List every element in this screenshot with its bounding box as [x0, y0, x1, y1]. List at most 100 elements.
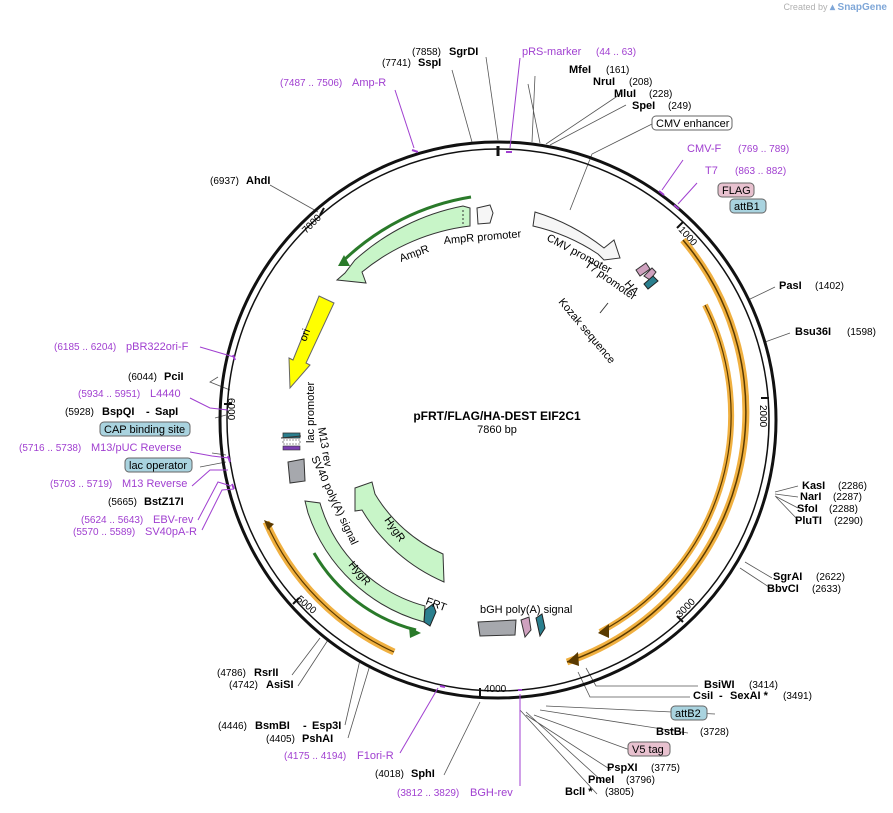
primer-l4440-name: L4440: [150, 388, 181, 400]
flag-label: FLAG: [722, 185, 751, 197]
enzyme-kasi-pos: (2286): [838, 481, 867, 492]
primer-cmvf-name: CMV-F: [687, 143, 722, 155]
ampr-cds-line: [340, 195, 472, 264]
attb1-feature: [643, 275, 659, 290]
enzyme-labels: (7858) SgrDI (7741) SspI MfeI (161) NruI…: [65, 46, 876, 798]
enzyme-pshai-pos: (4405): [266, 734, 295, 745]
enzyme-pluti-pos: (2290): [834, 516, 863, 527]
enzyme-mlui-pos: (228): [649, 89, 672, 100]
orf-arc-inner: [598, 303, 735, 635]
cmv-enhancer-box: [651, 115, 733, 131]
flag-feature: [635, 262, 651, 277]
enzyme-bbvci-pos: (2633): [812, 584, 841, 595]
enzyme-sspi-pos: (7741): [382, 58, 411, 69]
enzyme-mlui: MluI: [614, 88, 636, 100]
enzyme-sgrdi: SgrDI: [449, 46, 478, 58]
enzyme-bbvci: BbvCI: [767, 583, 799, 595]
primer-labels: pRS-marker (44 .. 63) (7487 .. 7506) Amp…: [19, 46, 789, 799]
tick-3000: [676, 615, 684, 623]
plasmid-length: 7860 bp: [477, 424, 517, 436]
enzyme-kasi: KasI: [802, 480, 825, 492]
primer-sv40par-name: SV40pA-R: [145, 526, 197, 538]
primer-mark-f1: [439, 685, 446, 688]
enzyme-sgrai: SgrAI: [773, 571, 802, 583]
attb1-label: attB1: [734, 201, 760, 213]
enzyme-sfoi-pos: (2288): [829, 504, 858, 515]
enzyme-nrui-pos: (208): [629, 77, 652, 88]
enzyme-bcli: BclI *: [565, 786, 593, 798]
lac-promoter-feature: [280, 435, 302, 439]
ori-feature: [288, 295, 335, 390]
ori-label: ori: [298, 327, 313, 343]
primer-ampr-range: (7487 .. 7506): [280, 78, 342, 89]
primer-mark-t7: [673, 204, 680, 210]
enzyme-sep-2: -: [719, 690, 723, 702]
primer-bgh-range: (3812 .. 3829): [397, 788, 459, 799]
cap-site-feature: [282, 439, 301, 445]
plasmid-backbone: [218, 140, 778, 700]
lac-promoter-label: lac promoter: [305, 382, 317, 443]
primer-t7-range: (863 .. 882): [735, 166, 786, 177]
primer-t7-name: T7: [705, 165, 718, 177]
enzyme-pmei-pos: (3796): [626, 775, 655, 786]
enzyme-sgrdi-pos: (7858): [412, 47, 441, 58]
enzyme-sphi-pos: (4018): [375, 769, 404, 780]
enzyme-pspxi-pos: (3775): [651, 763, 680, 774]
tick-label-2000: 2000: [757, 405, 768, 428]
flag-box: [717, 182, 755, 198]
enzyme-bsu36i-pos: (1598): [847, 327, 876, 338]
enzyme-bsu36i: Bsu36I: [795, 326, 831, 338]
primer-leaders: [189, 57, 698, 786]
enzyme-sep-1: -: [146, 406, 150, 418]
enzyme-bstz17i-pos: (5665): [108, 497, 137, 508]
primer-ebv-range: (5624 .. 5643): [81, 515, 143, 526]
enzyme-mfei-pos: (161): [606, 65, 629, 76]
watermark-prefix: Created by: [783, 2, 828, 12]
enzyme-asisi: AsiSI: [266, 679, 294, 691]
kozak-feature: [599, 302, 609, 314]
primer-ebv-name: EBV-rev: [153, 514, 194, 526]
frt-feature: [423, 603, 437, 627]
enzyme-sep-3: -: [303, 720, 307, 732]
orf-arc-inner-line: [599, 304, 732, 633]
primer-mark-pbr: [232, 354, 236, 361]
ampr-feature: [335, 205, 471, 284]
sv40-feature: [287, 458, 306, 484]
enzyme-pspxi: PspXI: [607, 762, 638, 774]
enzyme-sgrai-pos: (2622): [816, 572, 845, 583]
tick-5000: [292, 597, 300, 605]
tick-1000: [676, 221, 684, 229]
enzyme-ahdi-pos: (6937): [210, 176, 239, 187]
attb2-box: [670, 705, 708, 721]
orf-arc-outer: [565, 237, 750, 666]
primer-ampr-name: Amp-R: [352, 77, 386, 89]
kozak-label: Kozak sequence: [556, 296, 617, 366]
label-leader-lines: [199, 56, 799, 795]
v5-feature: [520, 616, 532, 639]
enzyme-nari-pos: (2287): [833, 492, 862, 503]
enzyme-sfoi: SfoI: [797, 503, 818, 515]
watermark-brand: SnapGene: [837, 2, 887, 13]
enzyme-bstbi-pos: (3728): [700, 727, 729, 738]
v5-tag-label: V5 tag: [632, 744, 664, 756]
enzyme-sphi: SphI: [411, 768, 435, 780]
tick-label-4000: 4000: [484, 684, 507, 695]
primer-mark-ebv: [231, 483, 235, 490]
primer-prs-marker-name: pRS-marker: [522, 46, 582, 58]
hygr-cds-head: [409, 627, 421, 638]
enzyme-pasi-pos: (1402): [815, 281, 844, 292]
primer-f1ori-range: (4175 .. 4194): [284, 751, 346, 762]
lac-operator-label: lac operator: [129, 460, 187, 472]
enzyme-rsrii-pos: (4786): [217, 668, 246, 679]
boxed-labels: CMV enhancer FLAG attB1 CAP binding site…: [99, 115, 767, 757]
enzyme-bsmbi-pos: (4446): [218, 721, 247, 732]
attb1-box: [729, 198, 767, 214]
cmv-promoter-feature: [532, 211, 621, 261]
primer-m13rev-name: M13 Reverse: [122, 478, 187, 490]
primer-mark-ampr: [411, 149, 419, 153]
bgh-label: bGH poly(A) signal: [480, 604, 572, 616]
m13-rev-feature: [282, 445, 301, 451]
primer-pbr-range: (6185 .. 6204): [54, 342, 116, 353]
